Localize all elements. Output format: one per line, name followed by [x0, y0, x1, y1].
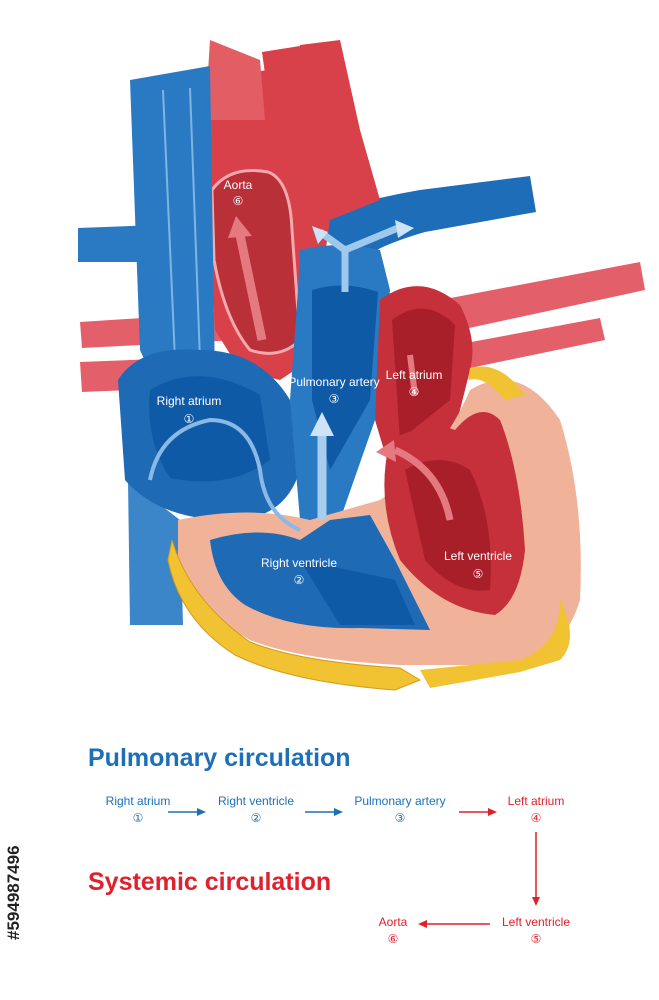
- label-left-ventricle: Left ventricle: [444, 549, 512, 563]
- label-left-atrium-num: ④: [409, 385, 420, 399]
- systemic-step-aorta: Aorta ⑥: [343, 914, 443, 948]
- pulmonary-step-right-atrium: Right atrium ①: [70, 793, 206, 827]
- blood-flow-arrows: [148, 216, 454, 532]
- pulmonary-circulation-title: Pulmonary circulation: [88, 744, 351, 772]
- arrow-left-atrium-to-left-ventricle: [532, 832, 540, 906]
- pulmonary-step-right-ventricle: Right ventricle ②: [188, 793, 324, 827]
- pulmonary-step-pulmonary-artery: Pulmonary artery ③: [332, 793, 468, 827]
- pulmonary-step-left-atrium: Left atrium ④: [468, 793, 604, 827]
- stock-id: #594987496: [4, 845, 23, 940]
- label-right-ventricle-num: ②: [294, 573, 305, 587]
- label-right-atrium: Right atrium: [157, 394, 222, 408]
- superior-vena-cava: [130, 66, 215, 395]
- systemic-circulation-title: Systemic circulation: [88, 868, 332, 896]
- label-left-ventricle-num: ⑤: [473, 567, 484, 581]
- label-pulmonary-artery: Pulmonary artery: [288, 375, 379, 389]
- label-pulmonary-artery-num: ③: [329, 392, 340, 406]
- step-num: ③: [394, 811, 406, 825]
- step-name: Left atrium: [507, 794, 565, 808]
- systemic-step-left-ventricle: Left ventricle ⑤: [468, 914, 604, 948]
- label-right-atrium-num: ①: [184, 412, 195, 426]
- step-num: ⑥: [387, 932, 399, 946]
- step-num: ④: [530, 811, 542, 825]
- label-aorta: Aorta: [224, 178, 253, 192]
- step-num: ②: [250, 811, 262, 825]
- epicardial-fat: [167, 539, 422, 691]
- label-left-atrium: Left atrium: [386, 368, 443, 382]
- step-name: Right atrium: [105, 794, 171, 808]
- label-right-ventricle: Right ventricle: [261, 556, 337, 570]
- step-name: Pulmonary artery: [354, 794, 446, 808]
- step-name: Left ventricle: [501, 915, 571, 929]
- step-name: Right ventricle: [217, 794, 295, 808]
- label-aorta-num: ⑥: [233, 194, 244, 208]
- step-num: ①: [132, 811, 144, 825]
- heart-illustration: Aorta ⑥ Pulmonary artery ③ Left atrium ④…: [78, 40, 645, 691]
- pulmonary-veins-right: [440, 262, 645, 368]
- step-name: Aorta: [378, 915, 408, 929]
- inferior-vena-cava: [128, 480, 183, 625]
- step-num: ⑤: [530, 932, 542, 946]
- right-pulmonary-artery: [300, 176, 536, 260]
